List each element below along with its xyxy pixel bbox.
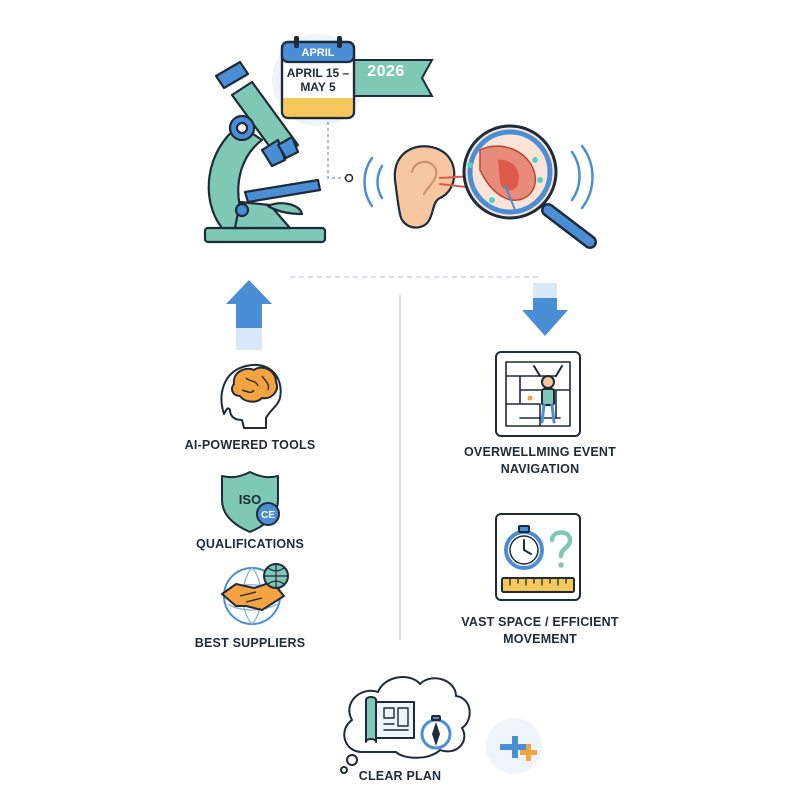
calendar-dates-line2: MAY 5 xyxy=(300,80,336,94)
qualifications-label: QUALIFICATIONS xyxy=(195,537,305,551)
down-arrow-icon xyxy=(522,283,568,336)
navigation-label-line1: OVERWELLMING EVENT xyxy=(464,445,616,459)
iso-ce-shield-icon: ISO CE xyxy=(221,471,280,533)
calendar-month: APRIL xyxy=(301,47,335,59)
plus-icons xyxy=(486,718,542,774)
microscope-icon xyxy=(203,60,327,244)
up-arrow-icon xyxy=(226,280,272,350)
movement-label-line1: VAST SPACE / EFFICIENT xyxy=(461,615,619,629)
svg-text:ISO: ISO xyxy=(239,492,261,507)
year-banner: 2026 xyxy=(367,63,405,80)
ear-magnifier-icon xyxy=(363,124,597,249)
svg-text:CE: CE xyxy=(261,510,275,521)
brain-head-icon xyxy=(220,363,282,429)
movement-label: VAST SPACE / EFFICIENT MOVEMENT xyxy=(430,614,650,648)
ai-tools-label: AI-POWERED TOOLS xyxy=(184,438,316,452)
movement-label-line2: MOVEMENT xyxy=(503,632,577,646)
suppliers-label: BEST SUPPLIERS xyxy=(194,636,306,650)
maze-person-icon xyxy=(495,351,581,437)
navigation-label: OVERWELLMING EVENT NAVIGATION xyxy=(430,444,650,478)
navigation-label-line2: NAVIGATION xyxy=(500,462,580,476)
calendar-dates-line1: APRIL 15 – xyxy=(286,66,350,80)
clear-plan-label: CLEAR PLAN xyxy=(358,769,442,783)
stopwatch-ruler-icon xyxy=(495,513,581,601)
calendar-icon xyxy=(272,34,434,183)
thought-cloud-plan-icon xyxy=(340,676,471,774)
handshake-globe-icon xyxy=(221,563,289,625)
calendar-dates: APRIL 15 – MAY 5 xyxy=(282,66,354,94)
